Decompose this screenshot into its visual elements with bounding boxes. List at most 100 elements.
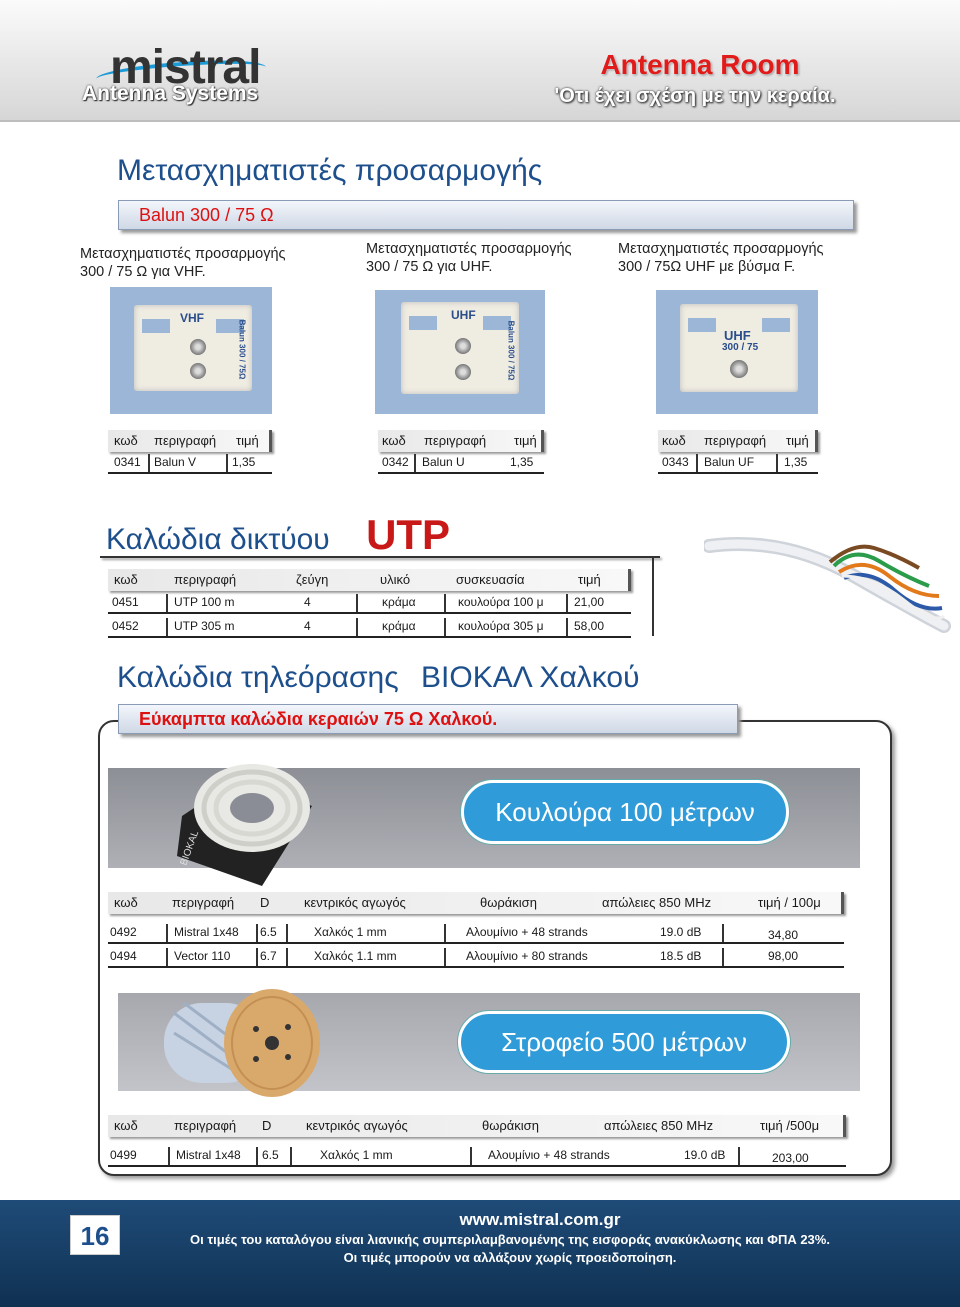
website-link[interactable]: www.mistral.com.gr [459,1210,621,1229]
balun-u-row: 0342 Balun U 1,35 [378,452,544,474]
balun-v-photo: VHF Balun 300 / 75Ω [110,287,272,414]
utp-frame-right [652,556,654,636]
row-material: κράμα [382,595,416,609]
balun-section-title: Μετασχηματιστές προσαρμογής [117,154,543,187]
balun-u-desc-line2: 300 / 75 Ω για UHF. [366,259,493,275]
balun-ribbon: Balun 300 / 75 Ω [118,200,854,230]
row-price: 34,80 [768,928,799,942]
row-desc: Vector 110 [174,949,231,963]
antenna-room-title: Antenna Room [600,49,800,80]
row-desc: Balun V [154,455,197,469]
utp-table-header: κωδ περιγραφή ζεύγη υλικό συσκευασία τιμ… [108,569,631,591]
antenna-room-slogan: 'Οτι έχει σχέση με την κεραία. [554,85,836,107]
row-code: 0451 [112,595,139,609]
row-shield: Αλουμίνιο + 48 strands [488,1148,610,1162]
balun-uf-desc-line1: Μετασχηματιστές προσαρμογής [618,241,824,257]
brand-subtitle: Antenna Systems [82,82,259,105]
balun-v-desc-line2: 300 / 75 Ω για VHF. [80,264,206,280]
coil-row-0492: 0492 Mistral 1x48 6.5 Χαλκός 1 mm Αλουμί… [108,922,844,944]
balun-uf-photo-sub: 300 / 75 [722,342,759,353]
col-desc: περιγραφή [174,1118,237,1133]
tv-title-highlight: ΒΙΟΚΑΛ Χαλκού [421,661,640,694]
reel-table-header: κωδ περιγραφή D κεντρικός αγωγός θωράκισ… [108,1115,846,1137]
col-code: κωδ [662,433,686,448]
row-loss: 19.0 dB [684,1148,726,1162]
tv-title-text: Καλώδια τηλεόρασης [117,661,399,694]
reel-row-0499: 0499 Mistral 1x48 6.5 Χαλκός 1 mm Αλουμί… [108,1145,846,1167]
utp-row-0451: 0451 UTP 100 m 4 κράμα κουλούρα 100 μ 21… [108,592,631,614]
reel-photo [154,983,334,1101]
row-diameter: 6.5 [260,925,277,939]
row-price: 21,00 [574,595,605,609]
row-conductor: Χαλκός 1.1 mm [314,949,397,963]
col-desc: περιγραφή [154,433,217,448]
row-package: κουλούρα 100 μ [458,595,544,609]
balun-uf-photo: UHF 300 / 75 [656,290,818,414]
row-desc: Balun U [422,455,465,469]
tv-ribbon: Εύκαμπτα καλώδια κεραιών 75 Ω Χαλκού. [118,704,738,734]
col-price: τιμή [578,572,601,587]
row-price: 1,35 [510,455,534,469]
utp-section-title: Καλώδια δικτύου UTP [106,514,450,557]
row-price: 58,00 [574,619,605,633]
col-price: τιμή [236,433,259,448]
col-desc: περιγραφή [704,433,767,448]
row-diameter: 6.5 [262,1148,279,1162]
price-note: Οι τιμές του καταλόγου είναι λιανικής συ… [190,1232,830,1247]
brand-logo: mistral [110,41,261,94]
row-desc: UTP 305 m [174,619,235,633]
col-pairs: ζεύγη [296,572,329,587]
col-conductor: κεντρικός αγωγός [306,1118,408,1133]
row-price: 203,00 [772,1151,809,1165]
coil-pill-badge: Κουλούρα 100 μέτρων [461,780,789,844]
utp-title-red: UTP [366,511,451,558]
reel-pill-badge: Στροφείο 500 μέτρων [458,1011,790,1073]
col-desc: περιγραφή [174,572,237,587]
col-conductor: κεντρικός αγωγός [304,895,406,910]
page-header [0,0,960,122]
tv-section-title: Καλώδια τηλεόρασης ΒΙΟΚΑΛ Χαλκού [117,661,640,695]
balun-u-desc-line1: Μετασχηματιστές προσαρμογής [366,241,572,257]
utp-underline [100,556,660,558]
row-shield: Αλουμίνιο + 48 strands [466,925,588,939]
coil-table-header: κωδ περιγραφή D κεντρικός αγωγός θωράκισ… [108,892,844,914]
row-loss: 19.0 dB [660,925,702,939]
coil-photo: BIOKAL [172,746,317,888]
row-loss: 18.5 dB [660,949,702,963]
row-code: 0499 [110,1148,137,1162]
col-shield: θωράκιση [480,895,537,910]
page-number: 16 [70,1215,120,1255]
col-code: κωδ [114,433,138,448]
coil-row-0494: 0494 Vector 110 6.7 Χαλκός 1.1 mm Αλουμί… [108,946,844,968]
row-code: 0494 [110,949,137,963]
balun-v-desc-line1: Μετασχηματιστές προσαρμογής [80,246,286,262]
col-price: τιμή [786,433,809,448]
row-conductor: Χαλκός 1 mm [320,1148,393,1162]
col-desc: περιγραφή [424,433,487,448]
row-code: 0341 [114,455,141,469]
col-diameter: D [260,895,270,910]
row-package: κουλούρα 305 μ [458,619,544,633]
row-material: κράμα [382,619,416,633]
balun-u-photo-sub: Balun 300 / 75Ω [506,320,516,381]
balun-v-table-header: κωδ περιγραφή τιμή [108,430,272,452]
row-price: 1,35 [784,455,808,469]
row-price: 1,35 [232,455,256,469]
col-price: τιμή / 100μ [758,895,821,910]
row-pairs: 4 [304,595,311,609]
col-shield: θωράκιση [482,1118,539,1133]
col-package: συσκευασία [456,572,525,587]
col-price: τιμή /500μ [760,1118,820,1133]
balun-uf-desc-line2: 300 / 75Ω UHF με βύσμα F. [618,259,796,275]
price-change-note: Οι τιμές μπορούν να αλλάξουν χωρίς προει… [343,1250,677,1265]
row-diameter: 6.7 [260,949,277,963]
col-code: κωδ [382,433,406,448]
row-desc: Mistral 1x48 [174,925,239,939]
row-code: 0343 [662,455,689,469]
row-desc: Mistral 1x48 [176,1148,241,1162]
row-desc: UTP 100 m [174,595,235,609]
col-code: κωδ [114,895,138,910]
page-footer [0,1200,960,1307]
balun-u-photo: UHF Balun 300 / 75Ω [375,290,545,414]
balun-v-row: 0341 Balun V 1,35 [108,452,272,474]
